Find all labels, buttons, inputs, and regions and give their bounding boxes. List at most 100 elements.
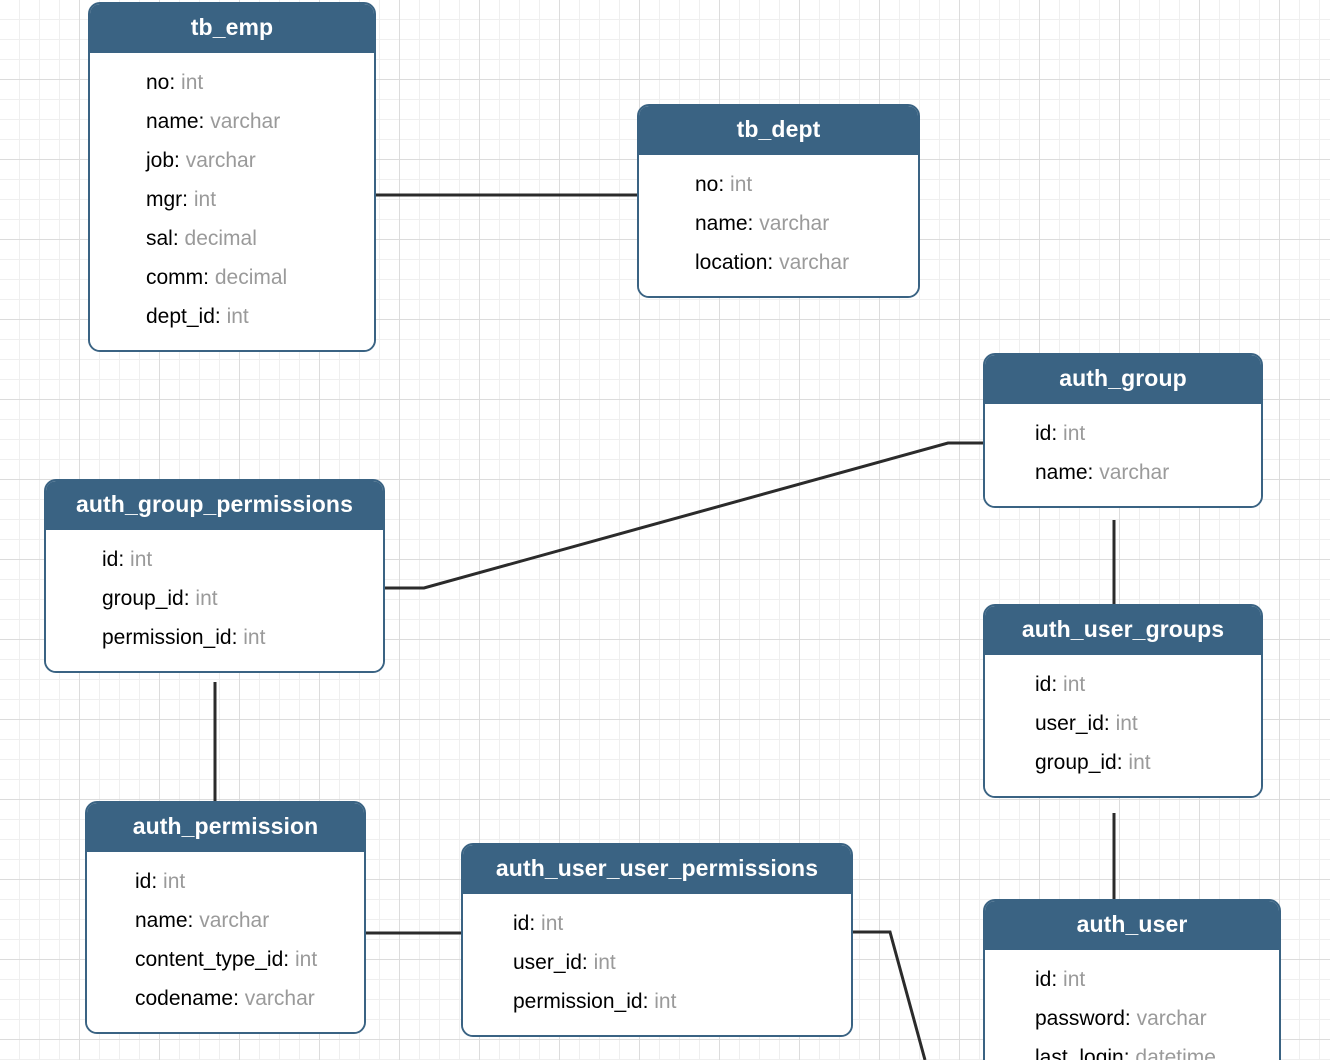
field-row: last_login: datetime: [985, 1038, 1279, 1060]
field-row: group_id: int: [985, 743, 1261, 782]
field-colon: :: [231, 626, 244, 649]
field-row: no: int: [90, 63, 374, 102]
field-name: id: [1035, 422, 1052, 445]
entity-tb-dept[interactable]: tb_dept no: int name: varchar location: …: [637, 104, 920, 298]
field-type: int: [226, 305, 249, 328]
field-row: sal: decimal: [90, 219, 374, 258]
entity-title-tb-emp: tb_emp: [90, 4, 374, 53]
field-type: int: [1063, 422, 1086, 445]
field-type: int: [163, 870, 186, 893]
entity-tb-emp[interactable]: tb_emp no: int name: varchar job: varcha…: [88, 2, 376, 352]
field-type: int: [181, 71, 204, 94]
field-name: id: [135, 870, 152, 893]
field-colon: :: [747, 212, 760, 235]
field-colon: :: [183, 587, 196, 610]
field-colon: :: [169, 71, 182, 94]
field-type: varchar: [1099, 461, 1170, 484]
entity-fields-auth-user-groups: id: int user_id: int group_id: int: [985, 655, 1261, 796]
field-type: datetime: [1135, 1046, 1216, 1060]
field-row: content_type_id: int: [87, 940, 364, 979]
field-name: id: [513, 912, 530, 935]
field-row: permission_id: int: [46, 618, 383, 657]
field-row: no: int: [639, 165, 918, 204]
field-row: name: varchar: [639, 204, 918, 243]
field-name: password: [1035, 1007, 1125, 1030]
entity-fields-auth-group-permissions: id: int group_id: int permission_id: int: [46, 530, 383, 671]
entity-title-auth-user: auth_user: [985, 901, 1279, 950]
field-name: comm: [146, 266, 204, 289]
field-colon: :: [198, 110, 211, 133]
field-name: no: [146, 71, 170, 94]
field-row: id: int: [985, 414, 1261, 453]
field-colon: :: [182, 188, 194, 211]
field-type: int: [294, 948, 318, 971]
field-type: int: [195, 587, 218, 610]
entity-auth-user-user-permissions[interactable]: auth_user_user_permissions id: int user_…: [461, 843, 853, 1037]
field-type: int: [541, 912, 564, 935]
field-name: job: [146, 149, 175, 172]
field-type: int: [130, 548, 153, 571]
field-colon: :: [642, 990, 655, 1013]
field-type: int: [1063, 673, 1086, 696]
field-colon: :: [151, 870, 164, 893]
field-colon: :: [1087, 461, 1100, 484]
entity-fields-tb-emp: no: int name: varchar job: varchar mgr: …: [90, 53, 374, 350]
field-colon: :: [581, 951, 594, 974]
field-name: name: [146, 110, 199, 133]
entity-fields-auth-permission: id: int name: varchar content_type_id: i…: [87, 852, 364, 1032]
field-colon: :: [203, 266, 215, 289]
field-type: decimal: [214, 266, 288, 289]
entity-title-auth-permission: auth_permission: [87, 803, 364, 852]
field-name: user_id: [1035, 712, 1104, 735]
field-name: user_id: [513, 951, 582, 974]
field-row: id: int: [87, 862, 364, 901]
entity-fields-auth-user: id: int password: varchar last_login: da…: [985, 950, 1279, 1060]
field-colon: :: [187, 909, 200, 932]
field-row: user_id: int: [985, 704, 1261, 743]
entity-auth-user-groups[interactable]: auth_user_groups id: int user_id: int gr…: [983, 604, 1263, 798]
field-row: password: varchar: [985, 999, 1279, 1038]
field-type: int: [730, 173, 753, 196]
entity-title-auth-group: auth_group: [985, 355, 1261, 404]
field-row: name: varchar: [90, 102, 374, 141]
field-type: int: [593, 951, 616, 974]
field-colon: :: [174, 149, 186, 172]
edge-auth-group-permissions-auth-group: [385, 441, 986, 590]
field-name: sal: [146, 227, 173, 250]
field-type: int: [1115, 712, 1138, 735]
field-row: id: int: [985, 960, 1279, 999]
field-colon: :: [529, 912, 542, 935]
field-colon: :: [1051, 673, 1064, 696]
field-name: content_type_id: [135, 948, 284, 971]
field-type: int: [193, 188, 217, 211]
field-row: job: varchar: [90, 141, 374, 180]
field-colon: :: [718, 173, 731, 196]
field-type: int: [1128, 751, 1151, 774]
entity-auth-group-permissions[interactable]: auth_group_permissions id: int group_id:…: [44, 479, 385, 673]
field-row: id: int: [985, 665, 1261, 704]
entity-title-auth-user-groups: auth_user_groups: [985, 606, 1261, 655]
field-name: no: [695, 173, 719, 196]
entity-auth-permission[interactable]: auth_permission id: int name: varchar co…: [85, 801, 366, 1034]
entity-title-auth-user-user-permissions: auth_user_user_permissions: [463, 845, 851, 894]
field-type: varchar: [244, 987, 315, 1010]
field-row: comm: decimal: [90, 258, 374, 297]
field-name: last_login: [1035, 1046, 1124, 1060]
field-row: id: int: [46, 540, 383, 579]
edge-auth-user-user-permissions-auth-user: [852, 930, 927, 1060]
field-name: name: [135, 909, 188, 932]
field-type: varchar: [759, 212, 830, 235]
field-name: name: [1035, 461, 1088, 484]
field-row: name: varchar: [87, 901, 364, 940]
entity-fields-tb-dept: no: int name: varchar location: varchar: [639, 155, 918, 296]
field-row: dept_id: int: [90, 297, 374, 336]
entity-auth-user[interactable]: auth_user id: int password: varchar last…: [983, 899, 1281, 1060]
field-colon: :: [283, 948, 295, 971]
entity-auth-group[interactable]: auth_group id: int name: varchar: [983, 353, 1263, 508]
field-row: location: varchar: [639, 243, 918, 282]
entity-title-tb-dept: tb_dept: [639, 106, 918, 155]
entity-fields-auth-group: id: int name: varchar: [985, 404, 1261, 506]
field-colon: :: [1124, 1007, 1137, 1030]
field-name: permission_id: [102, 626, 232, 649]
